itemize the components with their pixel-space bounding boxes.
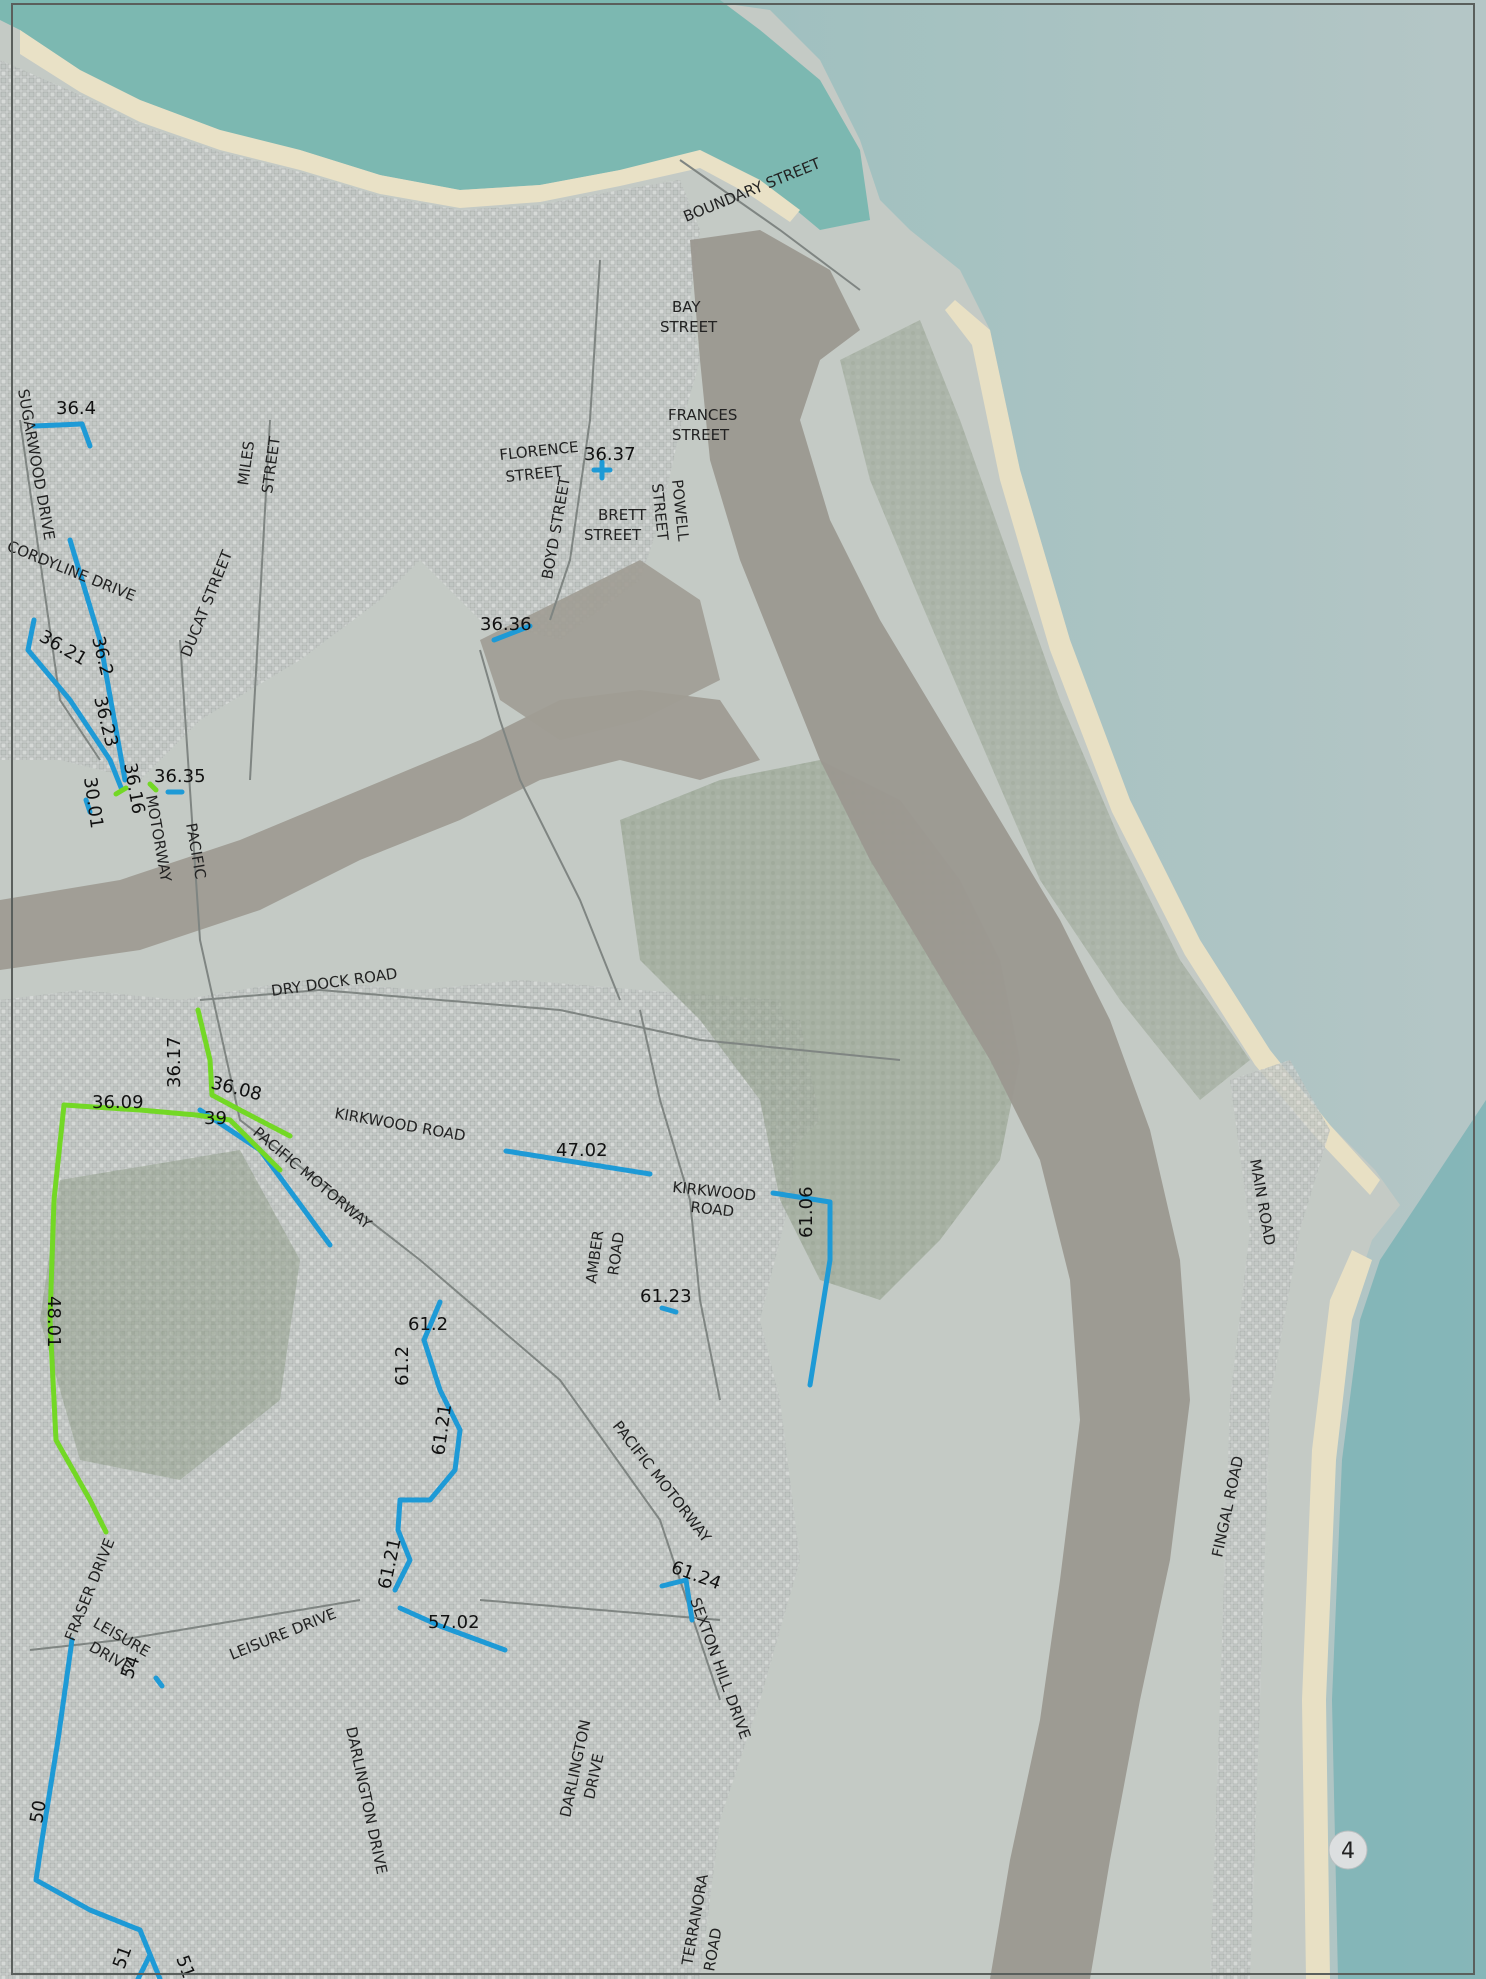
route-36-2 xyxy=(67,537,128,783)
route-61-23 xyxy=(659,1305,679,1315)
river-bend xyxy=(480,560,720,740)
route-36-16 xyxy=(113,785,129,797)
street-label-powell-street: STREET xyxy=(648,483,672,543)
route-36-4 xyxy=(31,421,93,449)
route-61-2 xyxy=(392,1299,463,1593)
route-61-06 xyxy=(770,1190,833,1388)
peninsula-vegetation xyxy=(840,320,1250,1100)
segment-label: 36.09 xyxy=(92,1092,144,1113)
route-36-36 xyxy=(491,623,533,643)
sheet-number-badge: 4 xyxy=(1328,1830,1368,1870)
route-30-01 xyxy=(83,797,93,815)
kirkwood-urban xyxy=(360,1000,820,1240)
route-36-35-green xyxy=(147,781,159,793)
segment-label: 61.2 xyxy=(392,1346,413,1386)
street-label-florence-street: STREET xyxy=(505,462,565,486)
route-57-02 xyxy=(397,1605,508,1653)
map-frame xyxy=(11,3,1475,1975)
segment-label: 47.02 xyxy=(556,1140,608,1161)
street-label-bay-street: STREET xyxy=(660,318,718,336)
street-label-amber-road: ROAD xyxy=(604,1231,628,1277)
eastern-beach xyxy=(945,300,1380,1195)
street-label-bay-street: BAY xyxy=(672,298,701,316)
street-label-brett-street: BRETT xyxy=(598,506,647,524)
near-shore-water xyxy=(1332,1100,1486,1979)
route-61-24 xyxy=(659,1577,695,1623)
segment-label: 36.4 xyxy=(56,398,96,419)
sheet-number: 4 xyxy=(1341,1839,1355,1864)
segment-label: 36.35 xyxy=(154,766,206,787)
route-47-02 xyxy=(503,1148,653,1177)
green-routes xyxy=(47,781,293,1535)
blue-routes xyxy=(25,421,833,1979)
street-label-frances-street: STREET xyxy=(672,426,730,444)
northern-beach xyxy=(20,30,800,222)
segment-label: 61.2 xyxy=(408,1314,448,1335)
segment-label: 36.36 xyxy=(480,614,532,635)
route-36-09 xyxy=(61,1102,199,1118)
route-48-01 xyxy=(47,1102,109,1535)
segment-label: 48.01 xyxy=(43,1296,64,1348)
terranora-inlet xyxy=(0,690,760,970)
segment-label: 39 xyxy=(204,1108,227,1129)
east-coast-urban xyxy=(1210,1060,1330,1979)
segment-label: 36.17 xyxy=(164,1036,185,1088)
street-label-kirkwood-road: ROAD xyxy=(690,1198,735,1220)
segment-label: 36.37 xyxy=(584,444,636,465)
tweed-river xyxy=(690,230,1190,1979)
segment-label: 57.02 xyxy=(428,1612,480,1633)
route-50-51 xyxy=(33,1637,163,1979)
road-network xyxy=(19,159,901,1701)
route-54 xyxy=(153,1675,165,1689)
route-36-21 xyxy=(25,617,125,793)
segment-label: 61.23 xyxy=(640,1286,692,1307)
segment-label: 50 xyxy=(26,1799,51,1825)
street-label-brett-street: STREET xyxy=(584,526,642,544)
northern-town-urban xyxy=(0,60,700,780)
sheet-number-circle xyxy=(1328,1830,1368,1870)
southern-beach xyxy=(1302,1250,1372,1979)
street-labels: BOUNDARY STREET BAY STREET FRANCES STREE… xyxy=(5,154,1279,1973)
segment-label: 61.06 xyxy=(796,1186,817,1238)
southern-vegetation xyxy=(40,1150,300,1480)
street-label-frances-street: FRANCES xyxy=(668,406,737,424)
route-36-08 xyxy=(195,1007,293,1139)
route-39 xyxy=(193,1112,283,1173)
route-36-37 xyxy=(591,459,613,481)
northern-bay-water xyxy=(0,0,870,230)
